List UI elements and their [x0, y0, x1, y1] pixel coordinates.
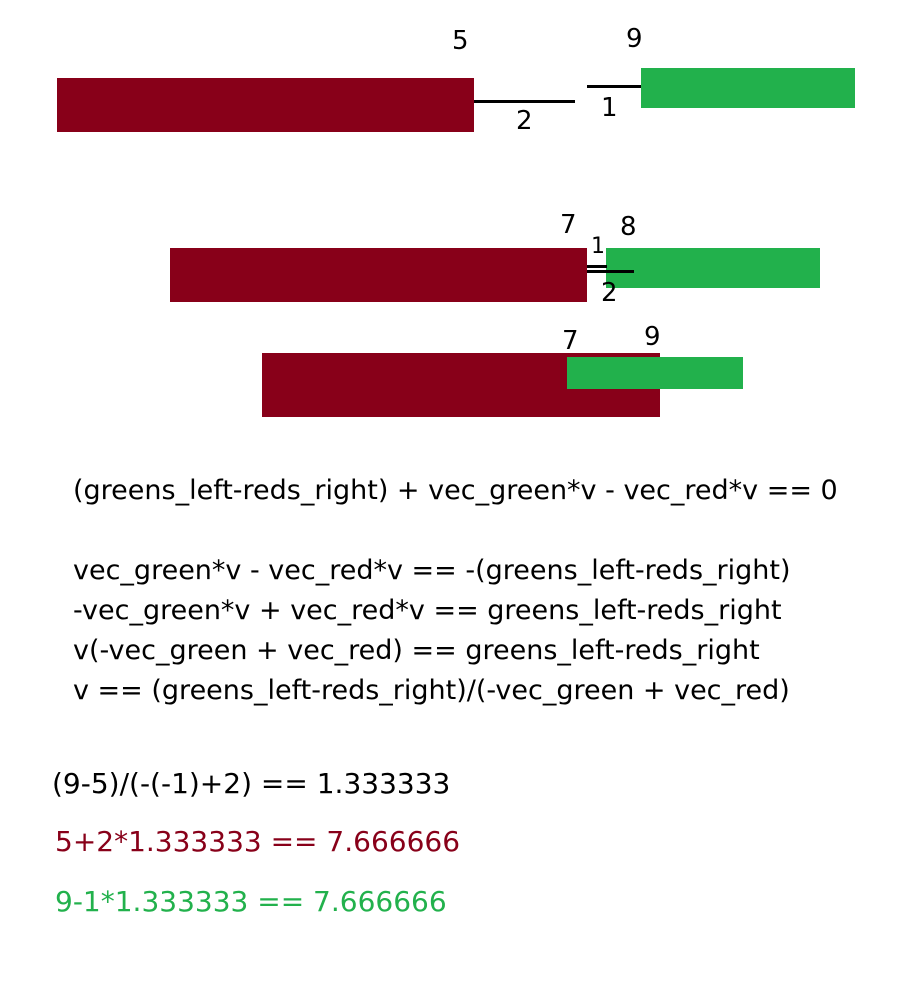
scene2-red-bar: [170, 248, 587, 302]
scene3-green-left-label: 7: [562, 326, 579, 356]
scene1-green-speed-label: 1: [601, 93, 618, 123]
scene1-green-velocity-line: [587, 85, 641, 88]
red-position-calculation: 5+2*1.333333 == 7.666666: [55, 825, 461, 858]
equation-line-4: v(-vec_green + vec_red) == greens_left-r…: [73, 635, 760, 666]
equation-line-3: -vec_green*v + vec_red*v == greens_left-…: [73, 595, 782, 626]
scene3-green-bar: [567, 357, 743, 389]
scene3-red-right-label: 9: [644, 322, 661, 352]
scene2-green-bar: [606, 248, 820, 288]
equation-line-1: (greens_left-reds_right) + vec_green*v -…: [73, 475, 838, 506]
scene2-red-speed-label: 2: [601, 278, 618, 308]
scene2-red-velocity-line: [587, 270, 634, 273]
scene2-green-speed-label: 1: [591, 234, 605, 259]
scene2-green-velocity-line: [587, 265, 607, 268]
time-calculation: (9-5)/(-(-1)+2) == 1.333333: [52, 767, 451, 800]
scene1-red-bar: [57, 78, 474, 132]
scene1-red-right-label: 5: [452, 26, 469, 56]
scene2-red-right-label: 7: [560, 210, 577, 240]
scene2-green-left-label: 8: [620, 212, 637, 242]
scene1-green-left-label: 9: [626, 24, 643, 54]
equation-line-5: v == (greens_left-reds_right)/(-vec_gree…: [73, 675, 790, 706]
scene1-red-speed-label: 2: [516, 106, 533, 136]
green-position-calculation: 9-1*1.333333 == 7.666666: [55, 885, 447, 918]
equation-line-2: vec_green*v - vec_red*v == -(greens_left…: [73, 555, 791, 586]
scene1-red-velocity-line: [474, 100, 575, 103]
scene1-green-bar: [641, 68, 855, 108]
